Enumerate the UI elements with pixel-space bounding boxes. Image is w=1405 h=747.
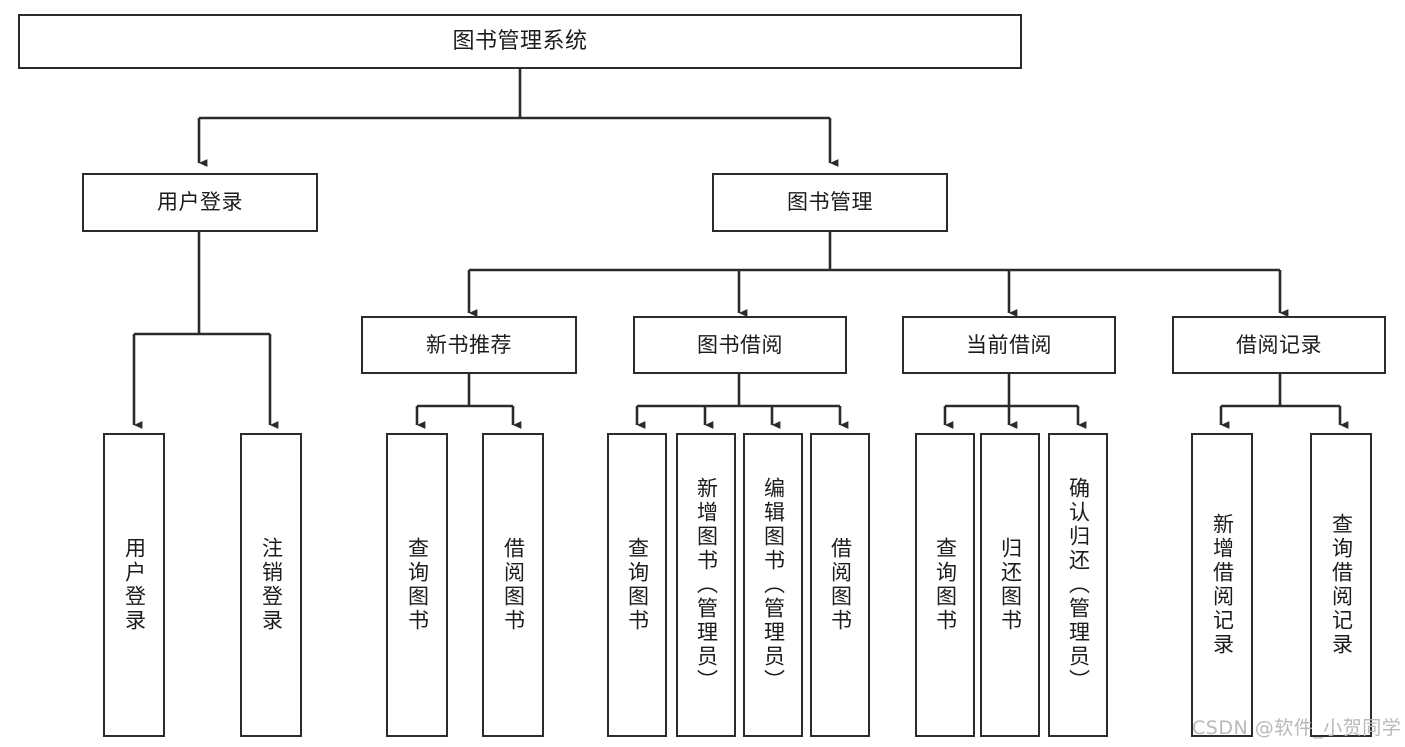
node-current-borrowing[interactable]: 当前借阅: [902, 316, 1116, 374]
leaf-current-borrow-confirm-return-admin[interactable]: 确认归还（管理员）: [1048, 433, 1108, 737]
node-label: 新书推荐: [426, 332, 512, 357]
node-label: 查询图书: [405, 537, 430, 633]
leaf-current-borrow-query-books[interactable]: 查询图书: [915, 433, 975, 737]
node-label: 用户登录: [122, 537, 147, 633]
node-label: 借阅图书: [501, 537, 526, 633]
node-label: 用户登录: [157, 190, 243, 215]
node-label: 图书管理: [787, 190, 873, 215]
node-label: 新增图书（管理员）: [694, 477, 719, 693]
node-label: 图书借阅: [697, 332, 783, 357]
node-label: 归还图书: [998, 537, 1023, 633]
node-label: 借阅图书: [828, 537, 853, 633]
leaf-book-borrow-query-books[interactable]: 查询图书: [607, 433, 667, 737]
leaf-current-borrow-return-books[interactable]: 归还图书: [980, 433, 1040, 737]
node-label: 查询图书: [625, 537, 650, 633]
leaf-new-book-borrow-books[interactable]: 借阅图书: [482, 433, 544, 737]
node-label: 图书管理系统: [452, 28, 588, 54]
node-borrowing-records[interactable]: 借阅记录: [1172, 316, 1386, 374]
node-root-book-management-system[interactable]: 图书管理系统: [18, 14, 1022, 69]
leaf-book-borrow-borrow-books[interactable]: 借阅图书: [810, 433, 870, 737]
node-label: 查询借阅记录: [1329, 513, 1354, 657]
node-label: 借阅记录: [1236, 332, 1322, 357]
node-label: 新增借阅记录: [1210, 513, 1235, 657]
leaf-book-borrow-add-book-admin[interactable]: 新增图书（管理员）: [676, 433, 736, 737]
node-label: 编辑图书（管理员）: [761, 477, 786, 693]
node-user-login[interactable]: 用户登录: [82, 173, 318, 232]
leaf-user-login-sign-out[interactable]: 注销登录: [240, 433, 302, 737]
leaf-new-book-query-books[interactable]: 查询图书: [386, 433, 448, 737]
node-label: 当前借阅: [966, 332, 1052, 357]
node-new-book-recommendation[interactable]: 新书推荐: [361, 316, 577, 374]
leaf-borrow-record-query-record[interactable]: 查询借阅记录: [1310, 433, 1372, 737]
node-label: 确认归还（管理员）: [1066, 477, 1091, 693]
leaf-user-login-sign-in[interactable]: 用户登录: [103, 433, 165, 737]
csdn-watermark: CSDN @软件_小贺同学: [1192, 717, 1402, 739]
leaf-book-borrow-edit-book-admin[interactable]: 编辑图书（管理员）: [743, 433, 803, 737]
node-book-borrowing[interactable]: 图书借阅: [633, 316, 847, 374]
node-label: 查询图书: [933, 537, 958, 633]
leaf-borrow-record-add-record[interactable]: 新增借阅记录: [1191, 433, 1253, 737]
node-label: 注销登录: [259, 537, 284, 633]
node-book-management[interactable]: 图书管理: [712, 173, 948, 232]
